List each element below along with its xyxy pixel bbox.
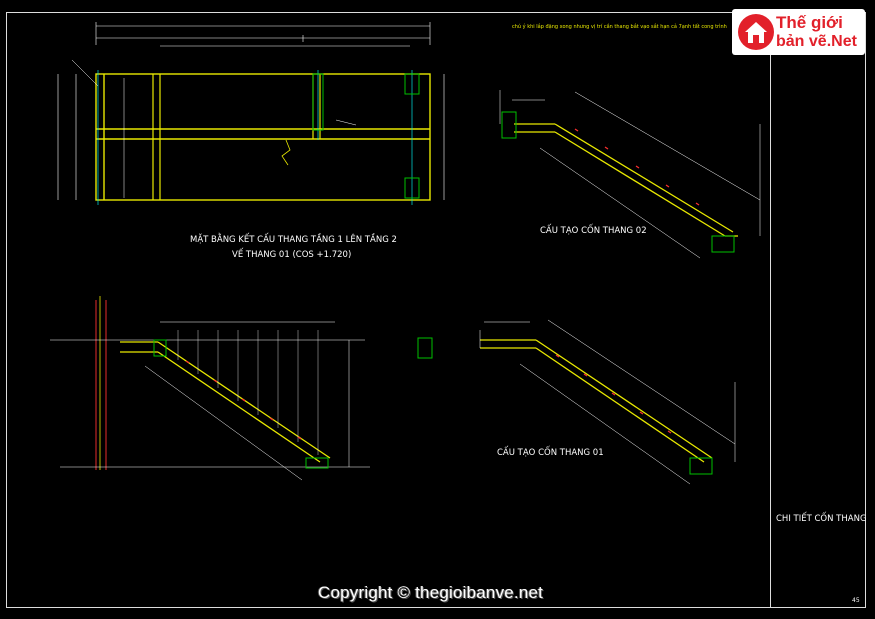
logo: Thế giới bản vẽ.Net [732, 9, 865, 55]
detail-02-view [499, 90, 761, 259]
logo-line-1: Thế giới [776, 13, 843, 32]
section-view [50, 296, 370, 481]
detail-02-title: CẤU TẠO CỐN THANG 02 [540, 226, 647, 236]
top-note: chú ý khi lắp đặng xong nhưng vị trí cần… [512, 24, 727, 30]
sheet-title: CHI TIẾT CỐN THANG [776, 514, 867, 524]
detail-01-title: CẤU TẠO CỐN THANG 01 [497, 448, 604, 458]
plan-view [57, 22, 445, 205]
sheet-frame [6, 12, 866, 608]
detail-01-view [417, 319, 736, 485]
plan-title-line-1: MẶT BẰNG KẾT CẤU THANG TẦNG 1 LÊN TẦNG 2 [190, 235, 397, 245]
plan-title-line-2: VẾ THANG 01 (COS +1.720) [232, 250, 352, 260]
sheet-number: 45 [852, 597, 860, 604]
copyright-watermark: Copyright © thegioibanve.net [318, 583, 544, 602]
house-logo-icon [738, 14, 774, 50]
title-block [770, 12, 867, 608]
logo-line-2: bản vẽ.Net [776, 33, 857, 50]
